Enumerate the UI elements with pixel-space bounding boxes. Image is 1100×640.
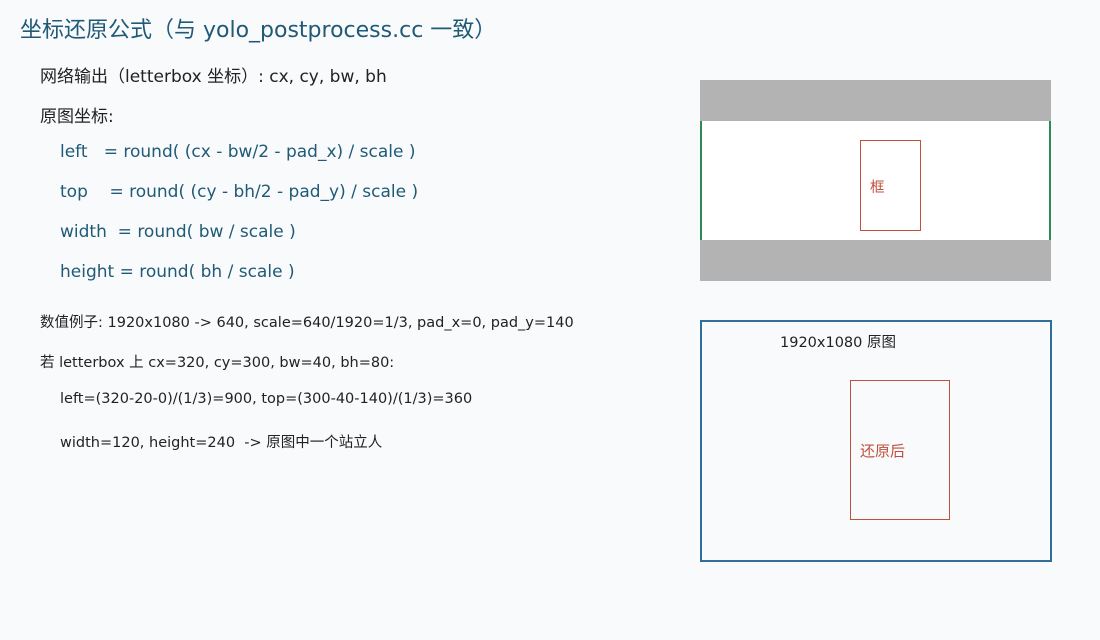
page-title: 坐标还原公式（与 yolo_postprocess.cc 一致） (20, 18, 497, 43)
letterbox-padding-bottom (700, 240, 1051, 281)
example-line-4: width=120, height=240 -> 原图中一个站立人 (60, 435, 383, 451)
original-coords-label: 原图坐标: (40, 107, 114, 127)
example-line-3: left=(320-20-0)/(1/3)=900, top=(300-40-1… (60, 391, 473, 407)
formula-height: height = round( bh / scale ) (60, 262, 295, 282)
formula-left: left = round( (cx - bw/2 - pad_x) / scal… (60, 142, 416, 162)
restored-bounding-box (850, 380, 950, 520)
formula-width: width = round( bw / scale ) (60, 222, 296, 242)
original-image-title: 1920x1080 原图 (780, 335, 896, 351)
network-output-text: 网络输出（letterbox 坐标）: cx, cy, bw, bh (40, 67, 387, 87)
letterbox-bounding-box (860, 140, 921, 231)
example-line-1: 数值例子: 1920x1080 -> 640, scale=640/1920=1… (40, 315, 574, 331)
letterbox-box-label: 框 (870, 180, 885, 196)
formula-top: top = round( (cy - bh/2 - pad_y) / scale… (60, 182, 419, 202)
letterbox-padding-top (700, 80, 1051, 121)
example-line-2: 若 letterbox 上 cx=320, cy=300, bw=40, bh=… (40, 355, 395, 371)
restored-box-label: 还原后 (860, 442, 906, 460)
original-image-frame (700, 320, 1052, 562)
